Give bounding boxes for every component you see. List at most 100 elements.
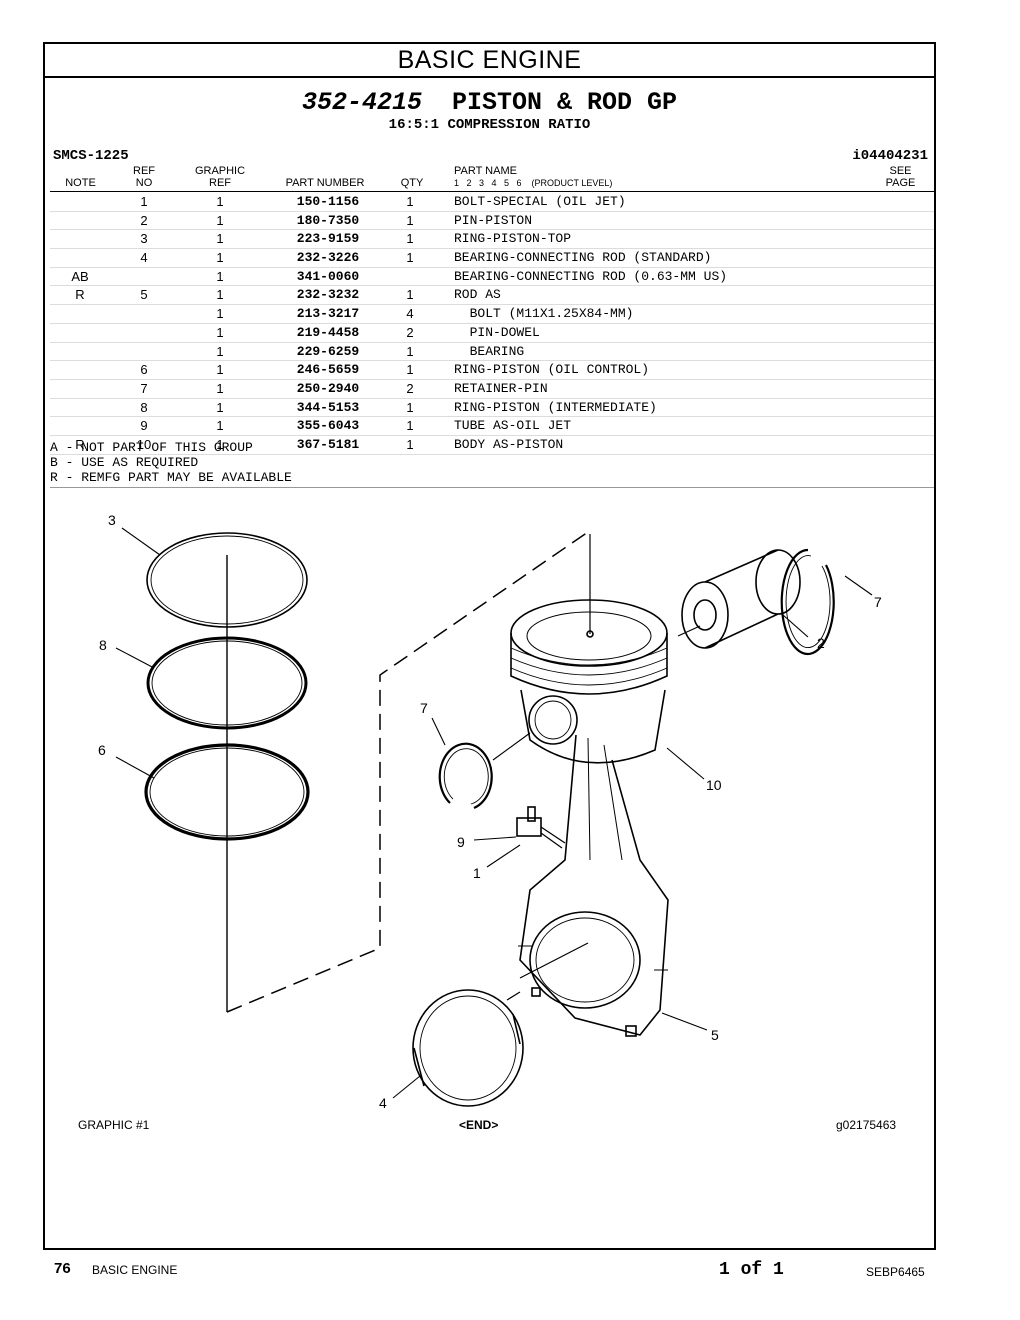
page-footer: 76 BASIC ENGINE 1 of 1 SEBP6465: [0, 1258, 1020, 1288]
callout-2: 2: [817, 635, 825, 651]
graphic-ref-cell: 1: [216, 343, 224, 359]
callout-6: 6: [98, 742, 106, 758]
group-name: PISTON & ROD GP: [452, 88, 678, 117]
graphic-id: g02175463: [836, 1118, 897, 1132]
callout-7-left: 7: [420, 700, 428, 716]
graphic-ref-cell: 1: [216, 194, 224, 209]
part-number-cell: 355-6043: [296, 418, 360, 434]
note-cell: R: [75, 287, 85, 303]
graphic-ref-cell: 1: [216, 362, 224, 378]
callout-3: 3: [108, 512, 116, 528]
part-number-cell: 250-2940: [296, 380, 360, 396]
graphic-ref-cell: 1: [216, 306, 224, 322]
callout-leaders: [115, 527, 873, 1099]
part-number-cell: 213-3217: [296, 306, 360, 322]
end-marker: <END>: [459, 1118, 499, 1132]
part-name-cell: BODY AS-PISTON: [454, 436, 564, 452]
group-title: 352-4215 PISTON & ROD GP: [45, 88, 934, 117]
graphic-ref-cell: 1: [216, 287, 224, 303]
part-number-cell: 150-1156: [296, 194, 360, 209]
part-number-cell: 344-5153: [296, 399, 360, 415]
qty-cell: 4: [406, 306, 414, 322]
col-see-bottom: PAGE: [885, 177, 916, 189]
part-name-cell: RING-PISTON (OIL CONTROL): [454, 362, 650, 378]
notes-legend: A - NOT PART OF THIS GROUP B - USE AS RE…: [50, 440, 292, 485]
retainer-pin-left-drawing: [438, 742, 493, 810]
graphic-ref-cell: 1: [216, 212, 224, 228]
part-number-cell: 223-9159: [296, 231, 360, 247]
group-subtitle: 16:5:1 COMPRESSION RATIO: [388, 117, 591, 133]
part-number-cell: 229-6259: [296, 343, 360, 359]
part-number-cell: 180-7350: [296, 212, 360, 228]
graphic-ref-cell: 1: [216, 399, 224, 415]
graphic-ref-cell: 1: [216, 268, 224, 284]
group-number: 352-4215: [301, 88, 422, 117]
qty-cell: 1: [406, 436, 414, 452]
ref-cell: 1: [140, 194, 148, 209]
table-row: 9 1 355-6043 1 TUBE AS-OIL JET: [50, 417, 934, 436]
page-frame: BASIC ENGINE 352-4215 PISTON & ROD GP 16…: [43, 42, 936, 1250]
ref-cell: 9: [140, 418, 148, 434]
illustration-id: i04404231: [852, 148, 928, 164]
note-b: B - USE AS REQUIRED: [50, 455, 199, 470]
section-title: BASIC ENGINE: [45, 44, 934, 78]
assembly-guide-line: [226, 531, 589, 1013]
pagination: 1 of 1: [719, 1260, 784, 1280]
part-name-cell: RING-PISTON-TOP: [454, 231, 572, 247]
col-product-level: 1 2 3 4 5 6 (PRODUCT LEVEL): [454, 178, 613, 188]
ref-cell: 2: [140, 212, 148, 228]
part-name-cell: BEARING-CONNECTING ROD (STANDARD): [454, 250, 712, 266]
qty-cell: 2: [406, 324, 414, 340]
qty-cell: 1: [406, 418, 414, 434]
part-name-cell: TUBE AS-OIL JET: [454, 418, 572, 434]
qty-cell: 1: [406, 399, 414, 415]
qty-cell: 1: [406, 250, 414, 266]
col-ref-top: REF: [133, 165, 155, 177]
table-row: 1 229-6259 1 BEARING: [50, 343, 934, 362]
col-see-page: SEE PAGE: [873, 165, 928, 189]
graphic-ref-cell: 1: [216, 418, 224, 434]
part-number-cell: 246-5659: [296, 362, 360, 378]
col-part-number: PART NUMBER: [285, 177, 365, 189]
col-graphic-bottom: REF: [209, 177, 231, 189]
note-a: A - NOT PART OF THIS GROUP: [50, 440, 253, 455]
part-name-cell: RETAINER-PIN: [454, 380, 548, 396]
callout-4: 4: [379, 1095, 387, 1111]
col-ref: REF NO: [124, 165, 164, 189]
part-name-cell: ROD AS: [454, 287, 501, 303]
part-number-cell: 219-4458: [296, 324, 360, 340]
note-cell: AB: [71, 268, 89, 284]
qty-cell: 1: [406, 362, 414, 378]
notes-divider: [50, 487, 934, 488]
graphic-ref-cell: 1: [216, 231, 224, 247]
rod-bearing-drawing: [412, 989, 524, 1107]
qty-cell: 1: [406, 343, 414, 359]
col-see-top: SEE: [889, 165, 912, 177]
ref-cell: 10: [136, 436, 152, 452]
graphic-ref-cell: 1: [216, 436, 224, 452]
oil-jet-tube-drawing: [516, 806, 566, 849]
callout-9: 9: [457, 834, 465, 850]
graphic-ref-cell: 1: [216, 324, 224, 340]
part-name-cell: PIN-PISTON: [454, 212, 533, 228]
callout-5: 5: [711, 1027, 719, 1043]
part-name-cell: RING-PISTON (INTERMEDIATE): [454, 399, 657, 415]
callout-8: 8: [99, 637, 107, 653]
callout-1: 1: [473, 865, 481, 881]
note-cell: R: [75, 436, 85, 452]
ref-cell: 7: [140, 380, 148, 396]
part-name-cell: BEARING: [454, 343, 525, 359]
col-part-name-label: PART NAME: [454, 165, 517, 177]
part-name-cell: PIN-DOWEL: [454, 324, 540, 340]
piston-body-drawing: [510, 534, 668, 764]
qty-cell: 2: [406, 380, 414, 396]
